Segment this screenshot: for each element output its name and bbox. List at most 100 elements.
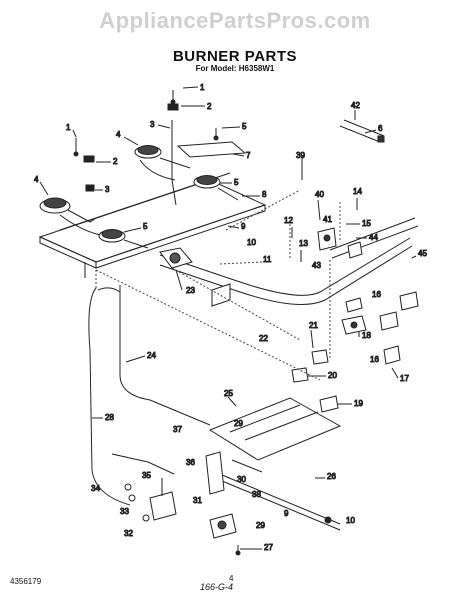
callout-4: 4 (34, 175, 39, 184)
valve-far-right (399, 291, 419, 311)
callout-4: 4 (116, 130, 121, 139)
bracket-17 (383, 345, 401, 365)
nut-34 (124, 483, 132, 491)
callout-9: 9 (241, 222, 246, 231)
callout-5: 5 (242, 122, 247, 131)
callout-3: 3 (105, 185, 110, 194)
callout-10: 10 (247, 238, 256, 247)
callout-15: 15 (362, 219, 371, 228)
callout-25: 25 (224, 389, 233, 398)
part-number: 4356179 (10, 577, 42, 586)
thermocouple-bracket (205, 451, 225, 495)
clip (83, 155, 95, 163)
callout-16: 16 (370, 355, 379, 364)
callout-7: 7 (246, 151, 251, 160)
clamp-20 (291, 367, 309, 383)
valve-upper (345, 297, 363, 313)
callout-28: 28 (105, 413, 114, 422)
orifice-hood (339, 119, 385, 143)
callout-37: 37 (173, 425, 182, 434)
bracket-19 (319, 395, 339, 413)
screw-27 (235, 545, 241, 556)
venturi-tube (59, 214, 101, 236)
callout-5: 5 (143, 222, 148, 231)
callout-31: 31 (193, 496, 202, 505)
thermostat-capillary (119, 285, 211, 426)
callout-10: 10 (346, 516, 355, 525)
burner-front-right (98, 229, 149, 249)
callout-20: 20 (328, 371, 337, 380)
valve-41 (317, 227, 337, 251)
callout-34: 34 (91, 484, 100, 493)
callout-29: 29 (256, 521, 265, 530)
page-number: 4 (229, 574, 234, 583)
callout-11: 11 (263, 255, 272, 264)
callout-16: 16 (372, 290, 381, 299)
callout-30: 30 (237, 475, 246, 484)
screw (170, 90, 176, 105)
callout-13: 13 (299, 239, 308, 248)
page-title: BURNER PARTS (172, 48, 298, 65)
leader-lines (95, 189, 341, 381)
site-watermark: AppliancePartsPros.com (99, 8, 371, 33)
callout-9: 9 (284, 509, 289, 518)
callout-1: 1 (66, 123, 71, 132)
callout-41: 41 (323, 215, 332, 224)
oven-baffle (208, 397, 342, 461)
pilot-line (111, 453, 175, 475)
broil-igniter (149, 478, 177, 521)
nut-32 (142, 514, 150, 522)
callout-17: 17 (400, 374, 409, 383)
callout-23: 23 (186, 286, 195, 295)
callout-36: 36 (186, 458, 195, 467)
callout-3: 3 (150, 120, 155, 129)
callout-32: 32 (124, 529, 133, 538)
callout-33: 33 (120, 507, 129, 516)
callout-5: 5 (234, 178, 239, 187)
burner-rear-left (134, 145, 191, 169)
callout-labels: 1 1 2 2 3 3 4 4 5 5 5 6 7 8 9 9 10 10 11… (34, 83, 428, 553)
pressure-regulator (159, 247, 193, 269)
page-subtitle: For Model: H6358W1 (195, 64, 275, 73)
callout-29: 29 (234, 419, 243, 428)
valve-44 (347, 241, 363, 259)
grate-bracket (176, 141, 247, 158)
callout-leaders (39, 86, 417, 550)
callout-43: 43 (312, 261, 321, 270)
valve-18 (341, 315, 367, 335)
callout-26: 26 (327, 472, 336, 481)
tubing-loop (97, 287, 121, 293)
burner-box (38, 172, 267, 278)
screw-10 (324, 516, 332, 524)
callout-6: 6 (378, 124, 383, 133)
screw (73, 138, 79, 157)
callout-22: 22 (259, 334, 268, 343)
callout-40: 40 (315, 190, 324, 199)
venturi-tube (139, 159, 176, 181)
valve-right (379, 311, 399, 331)
clamp-21 (311, 349, 329, 365)
screw (213, 128, 219, 141)
callout-39: 39 (296, 151, 305, 160)
clip (85, 184, 95, 192)
oven-safety-valve (209, 513, 237, 539)
callout-42: 42 (351, 101, 360, 110)
burner-rear-right (193, 175, 239, 201)
callout-45: 45 (418, 249, 427, 258)
manifold-pipe (159, 217, 419, 305)
clip (167, 103, 179, 111)
callout-2: 2 (113, 157, 118, 166)
callout-14: 14 (353, 187, 362, 196)
nut-33 (128, 494, 136, 502)
callout-27: 27 (264, 543, 273, 552)
callout-24: 24 (147, 351, 156, 360)
callout-19: 19 (354, 399, 363, 408)
callout-18: 18 (362, 331, 371, 340)
callout-35: 35 (142, 471, 151, 480)
callout-21: 21 (309, 321, 318, 330)
callout-1: 1 (200, 83, 205, 92)
burner-front-left (39, 197, 97, 223)
handwritten-note: 166-G-4 (200, 582, 234, 592)
callout-44: 44 (369, 233, 378, 242)
